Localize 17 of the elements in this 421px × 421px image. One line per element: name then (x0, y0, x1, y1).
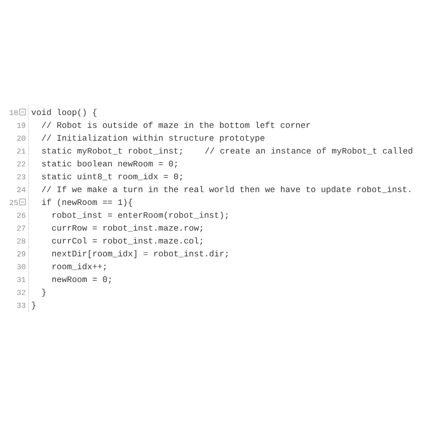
code-comment: // Robot is outside of maze in the bottom left corner (42, 122, 310, 128)
code-line: if (newRoom == 1){ (42, 198, 132, 207)
code-line: } (32, 302, 36, 310)
code-line: static myRobot_t robot_inst; (42, 147, 182, 156)
code-comment: // If we make a turn in the real world then we have to update robot_inst. (42, 186, 410, 194)
code-comment: // create an instance of myRobot_t called (205, 147, 412, 156)
code-line: void loop() { (31, 108, 97, 117)
code-line: robot_inst = enterRoom(robot_inst); (52, 212, 228, 220)
code-line: nextDir[room_idx] = robot_inst.dir; (52, 250, 228, 258)
code-line: room_idx++; (52, 263, 106, 271)
code-line: } (42, 288, 46, 297)
code-line: currCol = robot_inst.maze.col; (52, 237, 202, 245)
code-line: static boolean newRoom = 0; (42, 160, 177, 168)
code-line: newRoom = 0; (52, 276, 111, 284)
code-line: currRow = robot_inst.maze.row; (52, 224, 202, 232)
code-line: static uint8_t room_idx = 0; (42, 173, 182, 181)
code-comment: // Initialization within structure prototype (42, 134, 264, 142)
